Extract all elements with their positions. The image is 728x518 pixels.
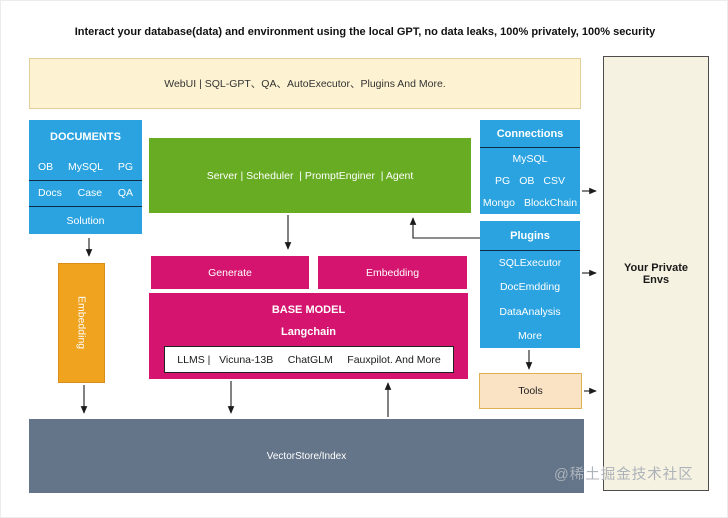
documents-title: DOCUMENTS <box>50 131 121 143</box>
vectorstore-box: VectorStore/Index <box>29 419 584 493</box>
connections-item-ob: OB <box>519 175 535 187</box>
plugins-item-more: More <box>518 329 542 342</box>
plugins-box: Plugins SQLExecutor DocEmdding DataAnaly… <box>480 221 580 348</box>
webui-banner: WebUI | SQL-GPT、QA、AutoExecutor、Plugins … <box>29 58 581 109</box>
connections-item-mongo: Mongo <box>482 197 515 209</box>
private-envs-label: Your Private Envs <box>624 261 688 286</box>
connections-item-mysql: MySQL <box>512 153 548 165</box>
connections-title: Connections <box>480 120 580 148</box>
documents-item-ob: OB <box>38 160 54 173</box>
documents-item-case: Case <box>77 187 103 200</box>
plugins-item-sqlexecutor: SQLExecutor <box>498 257 562 270</box>
webui-banner-label: WebUI | SQL-GPT、QA、AutoExecutor、Plugins … <box>164 78 446 90</box>
generate-box: Generate <box>151 256 309 289</box>
connections-item-blockchain: BlockChain <box>523 197 578 209</box>
documents-box: DOCUMENTS OB MySQL PG Docs Case QA Solut… <box>29 120 142 234</box>
connections-item-csv: CSV <box>543 175 565 187</box>
plugins-title: Plugins <box>480 221 580 251</box>
documents-item-pg: PG <box>117 160 133 173</box>
documents-row-1: OB MySQL PG <box>29 154 142 181</box>
documents-solution: Solution <box>66 214 105 227</box>
base-model-subtitle: Langchain <box>280 326 336 338</box>
tools-box: Tools <box>479 373 582 409</box>
page-title: Interact your database(data) and environ… <box>74 26 656 38</box>
documents-item-docs: Docs <box>38 187 62 200</box>
arrow-plugins-to-server <box>409 217 480 239</box>
plugins-item-dataanalysis: DataAnalysis <box>499 305 561 318</box>
connections-item-pg: PG <box>495 175 511 187</box>
tools-label: Tools <box>518 385 543 397</box>
embedding-box: Embedding <box>318 256 467 289</box>
private-envs-box: Your Private Envs <box>603 56 709 491</box>
connections-box: Connections MySQL PG OB CSV Mongo BlockC… <box>480 120 580 214</box>
base-model-box: BASE MODEL Langchain LLMS | Vicuna-13B C… <box>149 293 468 379</box>
connections-row-3: Mongo BlockChain <box>480 192 580 214</box>
connections-row-1: MySQL <box>480 148 580 170</box>
documents-item-mysql: MySQL <box>67 160 103 173</box>
watermark: @稀土掘金技术社区 <box>554 467 694 483</box>
connections-row-2: PG OB CSV <box>480 170 580 192</box>
plugins-item-docemdding: DocEmdding <box>499 281 561 294</box>
documents-row-2: Docs Case QA <box>29 181 142 207</box>
embedding-sidebar-box: Embedding <box>58 263 105 383</box>
documents-item-qa: QA <box>117 187 133 200</box>
server-box: Server | Scheduler | PromptEnginer | Age… <box>149 138 471 213</box>
base-model-title: BASE MODEL <box>271 304 346 316</box>
base-model-models-list: LLMS | Vicuna-13B ChatGLM Fauxpilot. And… <box>164 346 454 373</box>
